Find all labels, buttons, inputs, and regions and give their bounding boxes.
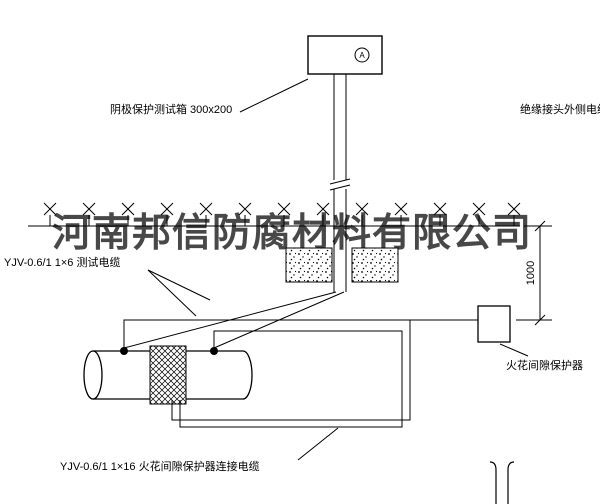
pipe-riser-symbol xyxy=(489,461,515,504)
test-box-label: 阴极保护测试箱 300x200 xyxy=(110,102,232,116)
pipe-sleeve xyxy=(149,345,187,405)
insulation-joint-cable-label: 绝缘接头外侧电缆 xyxy=(520,102,600,116)
terminal-letter: A xyxy=(359,51,365,60)
leader-lines xyxy=(147,78,529,461)
concrete-blocks xyxy=(285,247,399,283)
connection-cable-label: YJV-0.6/1 1×16 火花间隙保护器连接电缆 xyxy=(60,459,260,473)
test-box xyxy=(307,35,383,75)
test-cable-label: YJV-0.6/1 1×6 测试电缆 xyxy=(4,256,120,269)
protector-wiring xyxy=(123,319,478,428)
spark-gap-protector xyxy=(477,305,511,343)
dimension-text: 1000 xyxy=(525,261,537,285)
dimension-1000 xyxy=(516,220,552,326)
conduit-post xyxy=(329,74,351,292)
terminal-circle xyxy=(354,47,370,63)
spark-gap-label: 火花间隙保护器 xyxy=(506,358,583,372)
